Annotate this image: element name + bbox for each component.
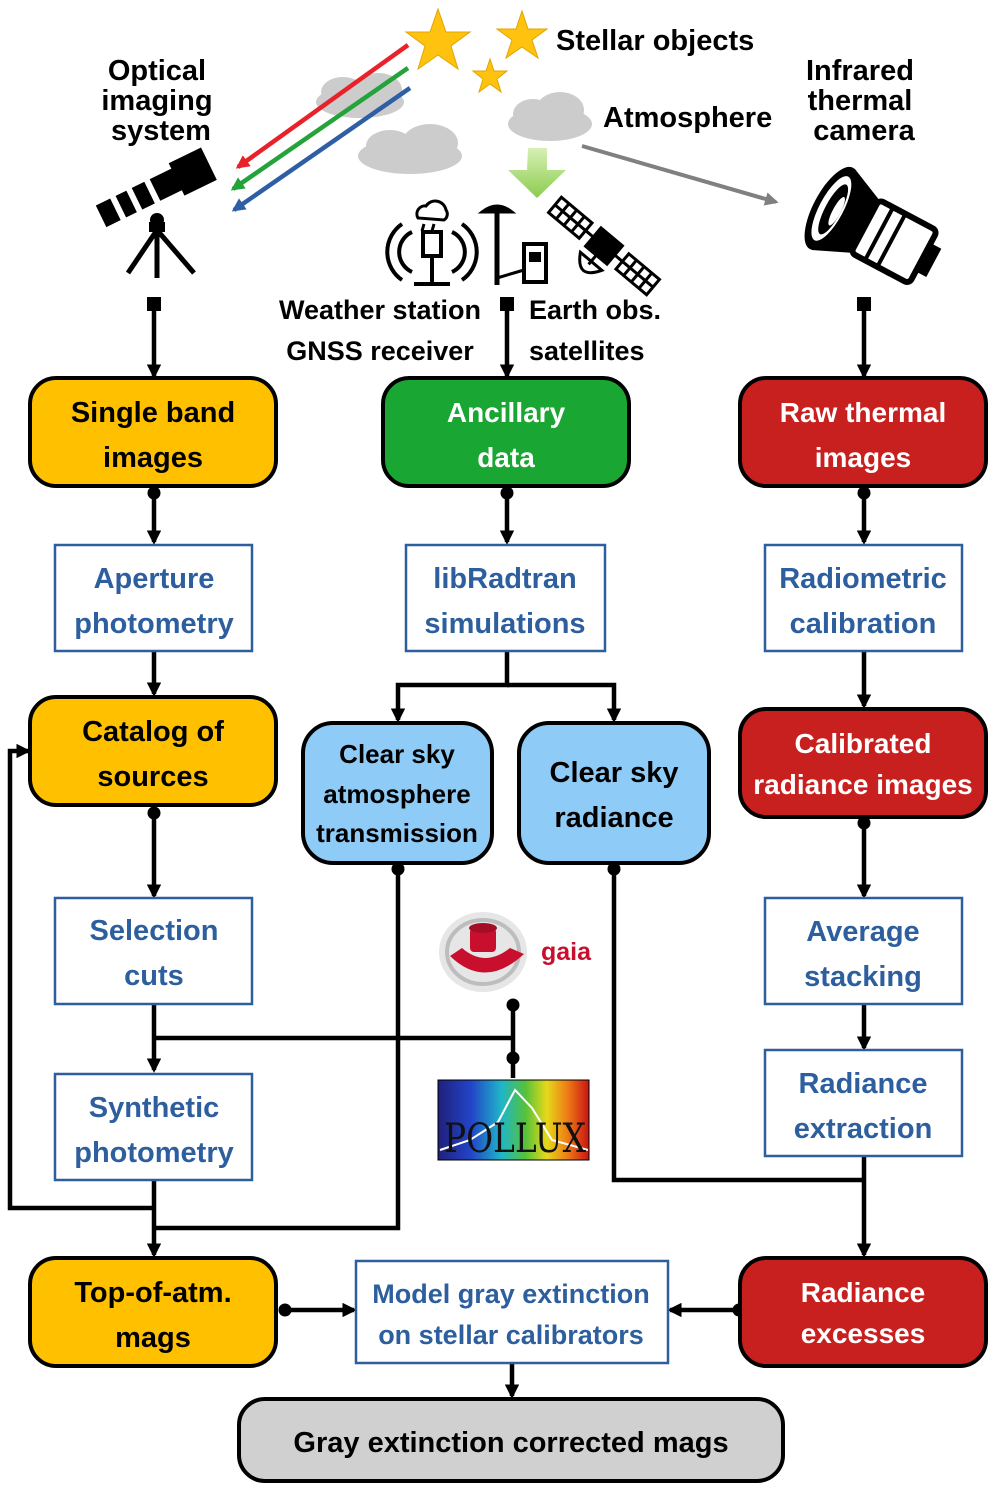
pollux-logo: POLLUX [437,1079,590,1162]
optical-system-label: Optical imaging system [101,55,220,147]
thermal-emission-arrow [581,144,779,206]
cloud-icon [508,92,592,141]
gnss-antenna-icon [477,204,548,285]
star-icon [471,57,509,94]
svg-text:POLLUX: POLLUX [444,1116,586,1162]
star-icon [404,7,472,71]
light-rays [230,43,412,212]
svg-text:Gray extinction corrected mags: Gray extinction corrected mags [293,1427,728,1459]
weather-station-label: Weather station [279,295,481,325]
gnss-receiver-label: GNSS receiver [286,336,474,366]
telescope-icon [95,147,217,278]
svg-text:Top-of-atm.mags: Top-of-atm.mags [74,1277,231,1354]
star-icon [495,9,549,60]
thermal-camera-icon [804,166,942,285]
node-top-of-atm-mags: Top-of-atm.mags [28,1256,278,1368]
gaia-logo: gaia [439,912,592,992]
weather-station-icon [385,199,479,286]
stars [404,7,549,94]
stellar-objects-label: Stellar objects [556,25,754,57]
cloud-icon [358,124,462,174]
earth-obs-label: Earth obs. satellites [529,295,669,366]
node-gray-extinction-corrected-mags: Gray extinction corrected mags [237,1397,785,1483]
svg-text:gaia: gaia [541,938,592,966]
satellite-icon [546,195,662,297]
thermal-camera-label: Infrared thermal camera [806,55,922,147]
connectors [7,297,872,1399]
atmosphere-label: Atmosphere [603,102,772,134]
down-arrow-icon [508,148,566,198]
